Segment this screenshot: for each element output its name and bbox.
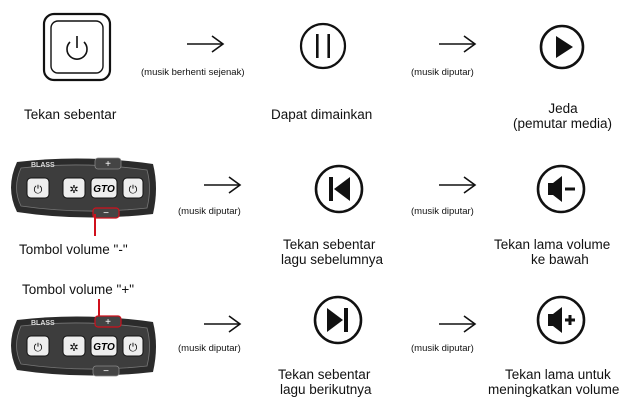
arrow-right-icon xyxy=(203,175,243,195)
note-music-playing: (musik diputar) xyxy=(178,206,241,217)
play-icon xyxy=(539,24,585,70)
arrow-right-icon xyxy=(186,34,226,54)
device-minus-label: − xyxy=(103,208,109,219)
svg-text:⏻: ⏻ xyxy=(129,184,138,196)
svg-text:⏻: ⏻ xyxy=(34,342,43,354)
device-plus-label: + xyxy=(105,159,111,170)
next-caption-line2: lagu berikutnya xyxy=(280,382,372,397)
headset-device: + − BLASS ⏻ ✲ GTO ⏻ xyxy=(3,312,161,380)
device-minus-label: − xyxy=(103,366,109,377)
device-brand: BLASS xyxy=(31,162,55,169)
play-caption-line2: (pemutar media) xyxy=(513,116,613,131)
play-caption-line1: Jeda xyxy=(548,101,578,116)
svg-text:✲: ✲ xyxy=(69,341,78,354)
volume-down-icon xyxy=(536,164,586,214)
next-caption-line1: Tekan sebentar xyxy=(278,367,371,382)
voldown-caption-line1: Tekan lama volume xyxy=(494,237,611,252)
note-music-playing: (musik diputar) xyxy=(178,343,241,354)
volume-plus-caption: Tombol volume "+" xyxy=(22,282,135,297)
svg-text:✲: ✲ xyxy=(69,183,78,196)
note-music-playing: (musik diputar) xyxy=(411,206,474,217)
prev-caption-line2: lagu sebelumnya xyxy=(281,252,384,267)
svg-text:⏻: ⏻ xyxy=(129,342,138,354)
volup-caption-line1: Tekan lama untuk xyxy=(505,367,611,382)
prev-caption-line1: Tekan sebentar xyxy=(283,237,376,252)
headset-device: + − BLASS ⏻ ✲ GTO ⏻ xyxy=(3,154,161,222)
note-music-playing: (musik diputar) xyxy=(411,67,474,78)
volume-plus-pointer xyxy=(98,299,100,321)
pause-caption: Dapat dimainkan xyxy=(271,107,373,122)
device-brand: BLASS xyxy=(31,320,55,327)
svg-text:⏻: ⏻ xyxy=(34,184,43,196)
device-model: GTO xyxy=(93,342,115,353)
power-button-tile xyxy=(42,12,112,82)
device-plus-label: + xyxy=(105,317,111,328)
volume-up-icon xyxy=(536,295,586,345)
arrow-right-icon xyxy=(438,34,478,54)
volume-minus-pointer xyxy=(94,214,96,236)
volume-minus-caption: Tombol volume "-" xyxy=(19,242,128,257)
arrow-right-icon xyxy=(438,314,478,334)
volup-caption-line2: meningkatkan volume xyxy=(488,382,620,397)
voldown-caption-line2: ke bawah xyxy=(531,252,589,267)
power-icon xyxy=(42,12,112,82)
note-music-playing: (musik diputar) xyxy=(411,343,474,354)
previous-track-icon xyxy=(314,164,364,214)
note-music-paused: (musik berhenti sejenak) xyxy=(141,67,245,78)
arrow-right-icon xyxy=(203,314,243,334)
pause-icon xyxy=(299,22,347,70)
device-model: GTO xyxy=(93,184,115,195)
power-caption: Tekan sebentar xyxy=(24,107,117,122)
next-track-icon xyxy=(313,295,363,345)
arrow-right-icon xyxy=(438,175,478,195)
